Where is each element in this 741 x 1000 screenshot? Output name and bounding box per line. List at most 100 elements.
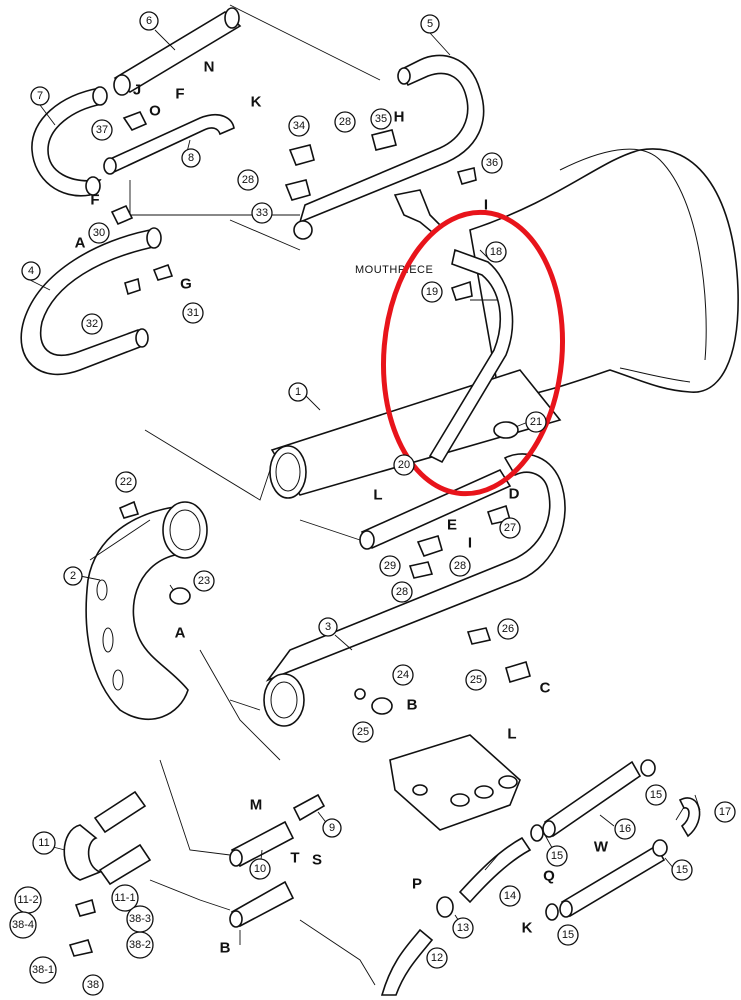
callout-15-d: 15 bbox=[557, 924, 579, 946]
svg-text:15: 15 bbox=[676, 864, 688, 876]
callout-16: 16 bbox=[614, 818, 636, 840]
svg-text:21: 21 bbox=[530, 416, 542, 428]
callout-31: 31 bbox=[182, 302, 204, 324]
crook-12 bbox=[380, 928, 434, 996]
callout-9: 9 bbox=[322, 818, 342, 838]
svg-text:38-2: 38-2 bbox=[129, 939, 151, 951]
callout-32: 32 bbox=[81, 313, 103, 335]
tube-10 bbox=[229, 820, 295, 928]
callout-18: 18 bbox=[485, 241, 507, 263]
crook-14 bbox=[458, 836, 532, 904]
callout-38: 38 bbox=[82, 974, 104, 996]
letter-Q: Q bbox=[543, 868, 555, 885]
svg-text:5: 5 bbox=[427, 18, 433, 30]
svg-text:23: 23 bbox=[198, 575, 210, 587]
svg-text:28: 28 bbox=[242, 174, 254, 186]
letter-I-1: I bbox=[484, 197, 488, 214]
letter-K-1: K bbox=[251, 94, 262, 111]
letter-H: H bbox=[394, 109, 405, 126]
svg-text:13: 13 bbox=[457, 922, 469, 934]
callout-28-b: 28 bbox=[237, 169, 259, 191]
callout-26: 26 bbox=[497, 618, 519, 640]
svg-text:34: 34 bbox=[293, 120, 305, 132]
svg-text:7: 7 bbox=[37, 90, 43, 102]
svg-text:11-2: 11-2 bbox=[17, 894, 38, 906]
callout-29: 29 bbox=[379, 555, 401, 577]
mouthpiece-caption: MOUTHPIECE bbox=[355, 264, 433, 276]
svg-text:6: 6 bbox=[146, 15, 152, 27]
svg-text:8: 8 bbox=[188, 152, 194, 164]
letter-A-1: A bbox=[75, 235, 86, 252]
callout-13: 13 bbox=[452, 917, 474, 939]
callout-7: 7 bbox=[30, 86, 50, 106]
svg-text:25: 25 bbox=[470, 674, 482, 686]
crook-17 bbox=[678, 797, 701, 838]
callout-30: 30 bbox=[88, 222, 110, 244]
letter-C: C bbox=[540, 680, 551, 697]
tube-6 bbox=[113, 7, 242, 96]
svg-text:16: 16 bbox=[619, 823, 631, 835]
svg-text:24: 24 bbox=[397, 669, 409, 681]
svg-text:14: 14 bbox=[504, 890, 516, 902]
svg-text:18: 18 bbox=[490, 246, 502, 258]
svg-text:38-1: 38-1 bbox=[32, 964, 54, 976]
letter-B-1: B bbox=[407, 697, 418, 714]
callout-25-b: 25 bbox=[352, 721, 374, 743]
svg-text:3: 3 bbox=[325, 621, 331, 633]
callout-21: 21 bbox=[525, 411, 547, 433]
svg-text:4: 4 bbox=[28, 265, 34, 277]
letter-B-2: B bbox=[220, 940, 231, 957]
svg-text:1: 1 bbox=[295, 386, 301, 398]
body-tube-1 bbox=[269, 369, 562, 499]
svg-text:11-1: 11-1 bbox=[114, 892, 135, 904]
svg-text:2: 2 bbox=[70, 570, 76, 582]
letter-S: S bbox=[312, 852, 322, 869]
svg-text:25: 25 bbox=[357, 726, 369, 738]
callout-33: 33 bbox=[251, 202, 273, 224]
svg-text:27: 27 bbox=[504, 522, 516, 534]
callout-15-b: 15 bbox=[546, 845, 568, 867]
callout-38-3: 38-3 bbox=[126, 905, 154, 933]
callout-37: 37 bbox=[91, 119, 113, 141]
callout-24: 24 bbox=[392, 664, 414, 686]
svg-text:38-4: 38-4 bbox=[12, 919, 34, 931]
callout-17: 17 bbox=[714, 801, 736, 823]
valve-block bbox=[389, 734, 521, 831]
letter-I-2: I bbox=[468, 535, 472, 552]
letter-P: P bbox=[412, 876, 422, 893]
svg-text:10: 10 bbox=[254, 863, 266, 875]
letter-W: W bbox=[594, 839, 609, 856]
hardware bbox=[68, 110, 559, 957]
svg-text:37: 37 bbox=[96, 124, 108, 136]
callout-36: 36 bbox=[481, 152, 503, 174]
letter-F-1: F bbox=[175, 86, 184, 103]
tube-9 bbox=[292, 793, 326, 822]
callout-1: 1 bbox=[288, 382, 308, 402]
svg-text:20: 20 bbox=[398, 459, 410, 471]
callout-14: 14 bbox=[499, 885, 521, 907]
letter-N: N bbox=[204, 59, 215, 76]
svg-text:28: 28 bbox=[339, 116, 351, 128]
bow-tube-3 bbox=[263, 453, 566, 727]
callout-20: 20 bbox=[393, 454, 415, 476]
callout-11-2: 11-2 bbox=[14, 886, 42, 914]
svg-text:9: 9 bbox=[329, 822, 335, 834]
callout-23: 23 bbox=[193, 570, 215, 592]
bow-tube-5 bbox=[293, 54, 485, 240]
svg-text:35: 35 bbox=[375, 113, 387, 125]
callout-5: 5 bbox=[420, 14, 440, 34]
svg-text:17: 17 bbox=[719, 806, 731, 818]
letter-J: J bbox=[133, 82, 141, 99]
callout-8: 8 bbox=[181, 148, 201, 168]
svg-text:26: 26 bbox=[502, 623, 514, 635]
mouthpipe-18 bbox=[393, 189, 514, 464]
svg-text:36: 36 bbox=[486, 157, 498, 169]
callout-25-a: 25 bbox=[465, 669, 487, 691]
svg-text:15: 15 bbox=[551, 850, 563, 862]
callout-35: 35 bbox=[370, 108, 392, 130]
callout-15-c: 15 bbox=[671, 859, 693, 881]
svg-text:29: 29 bbox=[384, 560, 396, 572]
svg-text:22: 22 bbox=[120, 476, 132, 488]
letter-M: M bbox=[250, 797, 263, 814]
